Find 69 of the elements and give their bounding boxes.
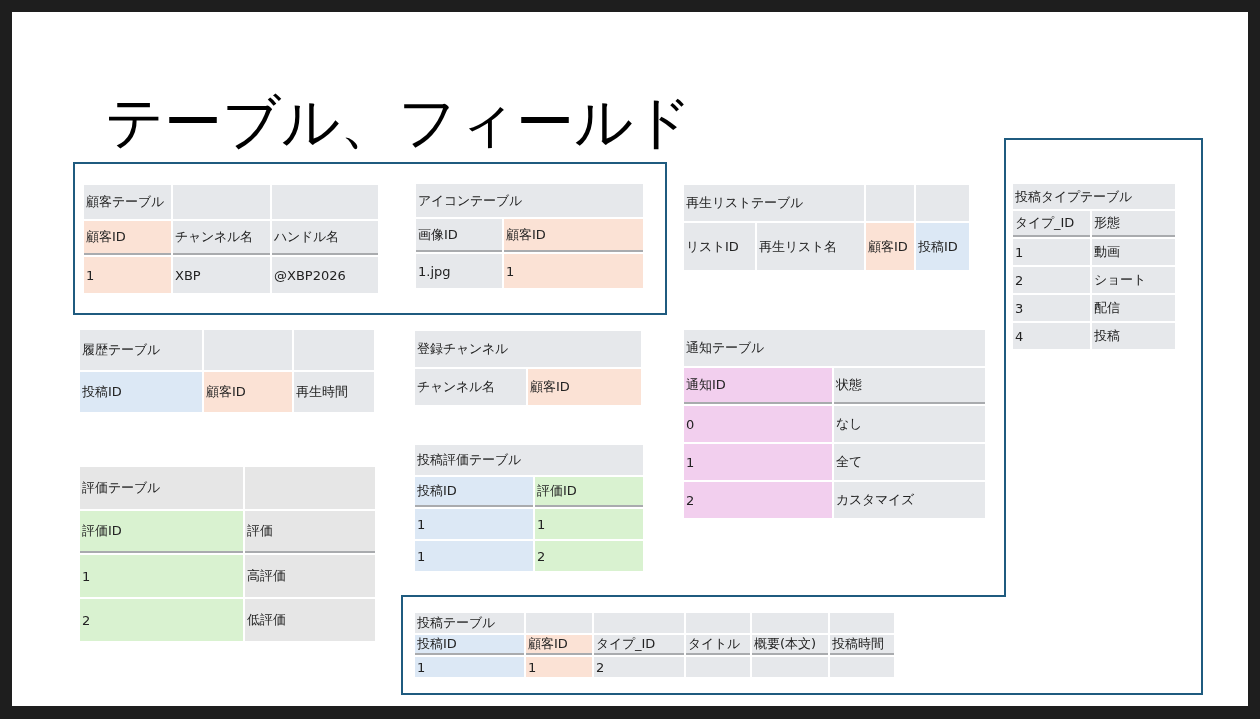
- table-cell: 1: [684, 444, 832, 480]
- table-cell: 投稿ID: [415, 477, 533, 507]
- table-cell: 再生リスト名: [757, 223, 864, 270]
- table-cell: 形態: [1092, 211, 1175, 237]
- table-cell: 配信: [1092, 295, 1175, 321]
- slide-title: テーブル、フィールド: [105, 87, 692, 158]
- table-cell: 1: [1013, 239, 1090, 265]
- table-cell: 顧客ID: [526, 635, 592, 655]
- table-cell: 高評価: [245, 555, 375, 597]
- table-cell: 1: [504, 254, 643, 288]
- table-cell: 全て: [834, 444, 985, 480]
- table-cell: カスタマイズ: [834, 482, 985, 518]
- table-cell: XBP: [173, 257, 270, 293]
- table-cell: 1: [535, 509, 643, 539]
- table-cell: 状態: [834, 368, 985, 404]
- table-cell: 1.jpg: [416, 254, 502, 288]
- table-cell: 0: [684, 406, 832, 442]
- table-cell: リストID: [684, 223, 755, 270]
- table-cell: @XBP2026: [272, 257, 378, 293]
- table-cell: チャンネル名: [415, 369, 526, 405]
- table-cell: 2: [594, 657, 684, 677]
- table-cell: 顧客ID: [528, 369, 641, 405]
- table-title: 顧客テーブル: [84, 185, 171, 219]
- table-cell: タイプ_ID: [594, 635, 684, 655]
- table-cell: ショート: [1092, 267, 1175, 293]
- table-title: 評価テーブル: [80, 467, 243, 509]
- table-cell: 顧客ID: [204, 372, 292, 412]
- table-cell: 4: [1013, 323, 1090, 349]
- table-cell: 通知ID: [684, 368, 832, 404]
- table-title: 再生リストテーブル: [684, 185, 864, 221]
- table-title: 登録チャンネル: [415, 331, 641, 367]
- table-cell: 1: [415, 509, 533, 539]
- table-cell: 動画: [1092, 239, 1175, 265]
- table-cell: 1: [84, 257, 171, 293]
- table-cell: 投稿ID: [80, 372, 202, 412]
- table-cell: 画像ID: [416, 219, 502, 252]
- table-cell: 1: [526, 657, 592, 677]
- table-cell: 1: [415, 657, 524, 677]
- table-cell: タイトル: [686, 635, 750, 655]
- table-cell: タイプ_ID: [1013, 211, 1090, 237]
- table-cell: 顧客ID: [866, 223, 914, 270]
- table-cell: ハンドル名: [272, 221, 378, 255]
- table-cell: 評価ID: [535, 477, 643, 507]
- table-cell: 2: [80, 599, 243, 641]
- table-title: 投稿タイプテーブル: [1013, 184, 1175, 209]
- table-cell: 投稿ID: [415, 635, 524, 655]
- table-cell: 投稿: [1092, 323, 1175, 349]
- table-cell: 評価ID: [80, 511, 243, 553]
- table-cell: 再生時間: [294, 372, 374, 412]
- table-title: 履歴テーブル: [80, 330, 202, 370]
- table-title: 投稿テーブル: [415, 613, 524, 633]
- table-cell: 顧客ID: [504, 219, 643, 252]
- table-cell: 顧客ID: [84, 221, 171, 255]
- table-cell: 1: [415, 541, 533, 571]
- table-title: アイコンテーブル: [416, 184, 643, 217]
- table-cell: 投稿ID: [916, 223, 969, 270]
- table-cell: 2: [535, 541, 643, 571]
- table-cell: 概要(本文): [752, 635, 828, 655]
- table-cell: なし: [834, 406, 985, 442]
- table-cell: 3: [1013, 295, 1090, 321]
- table-cell: 投稿時間: [830, 635, 894, 655]
- table-cell: 2: [684, 482, 832, 518]
- table-cell: チャンネル名: [173, 221, 270, 255]
- table-cell: 2: [1013, 267, 1090, 293]
- table-cell: 1: [80, 555, 243, 597]
- table-cell: 低評価: [245, 599, 375, 641]
- table-title: 通知テーブル: [684, 330, 985, 366]
- table-cell: 評価: [245, 511, 375, 553]
- table-title: 投稿評価テーブル: [415, 445, 643, 475]
